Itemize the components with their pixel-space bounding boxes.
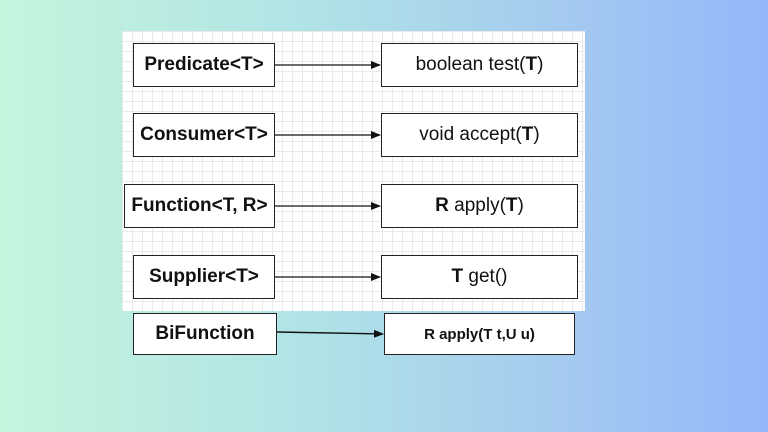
arrow-bifunction: [276, 329, 384, 338]
function-label: Function<T, R>: [131, 195, 268, 216]
bifunction-method-box: R apply(T t,U u): [384, 313, 575, 355]
bifunction-box: BiFunction: [133, 313, 277, 355]
predicate-label: Predicate<T>: [144, 54, 264, 75]
consumer-label: Consumer<T>: [140, 124, 268, 145]
supplier-box: Supplier<T>: [133, 255, 275, 299]
supplier-label: Supplier<T>: [149, 266, 259, 287]
supplier-method-box: T get(): [381, 255, 578, 299]
consumer-box: Consumer<T>: [133, 113, 275, 157]
function-box: Function<T, R>: [124, 184, 275, 228]
predicate-method-text: boolean test(T): [415, 54, 544, 75]
function-method-box: R apply(T): [381, 184, 578, 228]
function-method-text: R apply(T): [435, 195, 524, 216]
predicate-box: Predicate<T>: [133, 43, 275, 87]
bifunction-method-text: R apply(T t,U u): [424, 325, 535, 343]
consumer-method-text: void accept(T): [419, 124, 540, 145]
bifunction-label: BiFunction: [155, 323, 255, 344]
predicate-method-box: boolean test(T): [381, 43, 578, 87]
supplier-method-text: T get(): [451, 266, 508, 287]
consumer-method-box: void accept(T): [381, 113, 578, 157]
